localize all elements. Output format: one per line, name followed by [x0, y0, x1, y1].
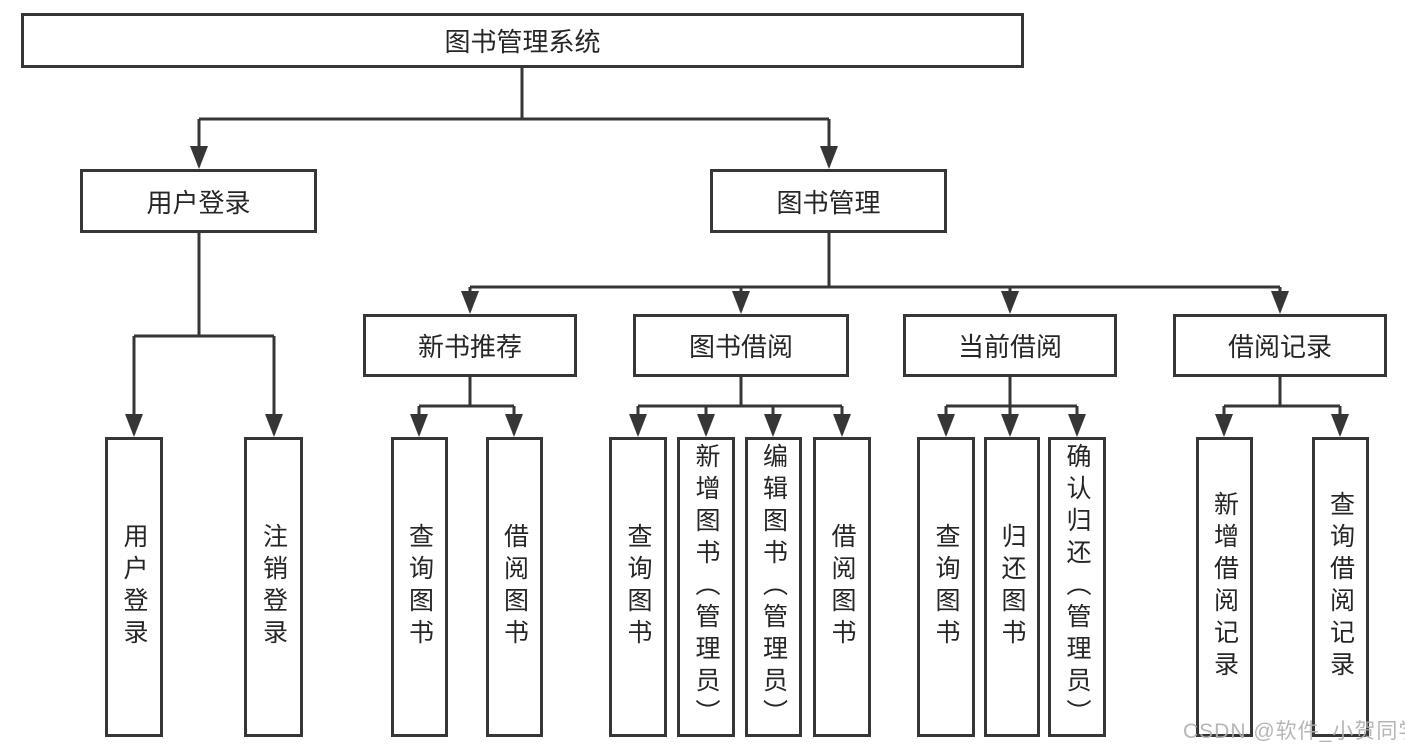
leaf-user-login: 用户登录	[105, 437, 163, 737]
node-new-book-recommend: 新书推荐	[363, 314, 577, 377]
leaf-confirm-return-admin: 确认归还（管理员）	[1048, 437, 1106, 737]
leaf-query-books-recommend: 查询图书	[391, 437, 448, 737]
node-current-borrowing: 当前借阅	[903, 314, 1117, 377]
tree-branch-lines	[132, 68, 1342, 434]
leaf-borrow-books-borrowing: 借阅图书	[813, 437, 871, 737]
leaf-add-books-admin: 新增图书（管理员）	[677, 437, 735, 737]
leaf-query-borrow-record: 查询借阅记录	[1312, 437, 1369, 737]
leaf-borrow-books-recommend: 借阅图书	[486, 437, 543, 737]
csdn-watermark: CSDN @软件_小贺同学	[1183, 720, 1405, 743]
arrowhead-icons	[125, 146, 1349, 437]
node-user-login: 用户登录	[80, 169, 317, 233]
node-root-library-system: 图书管理系统	[21, 13, 1024, 68]
leaf-edit-books-admin: 编辑图书（管理员）	[745, 437, 802, 737]
node-book-borrowing: 图书借阅	[633, 314, 849, 377]
node-borrow-records: 借阅记录	[1173, 314, 1387, 377]
leaf-logout-login: 注销登录	[244, 437, 303, 737]
leaf-return-books: 归还图书	[984, 437, 1040, 737]
leaf-query-books-borrowing: 查询图书	[609, 437, 667, 737]
leaf-query-books-current: 查询图书	[917, 437, 975, 737]
node-book-management: 图书管理	[710, 169, 947, 233]
leaf-add-borrow-record: 新增借阅记录	[1196, 437, 1253, 737]
